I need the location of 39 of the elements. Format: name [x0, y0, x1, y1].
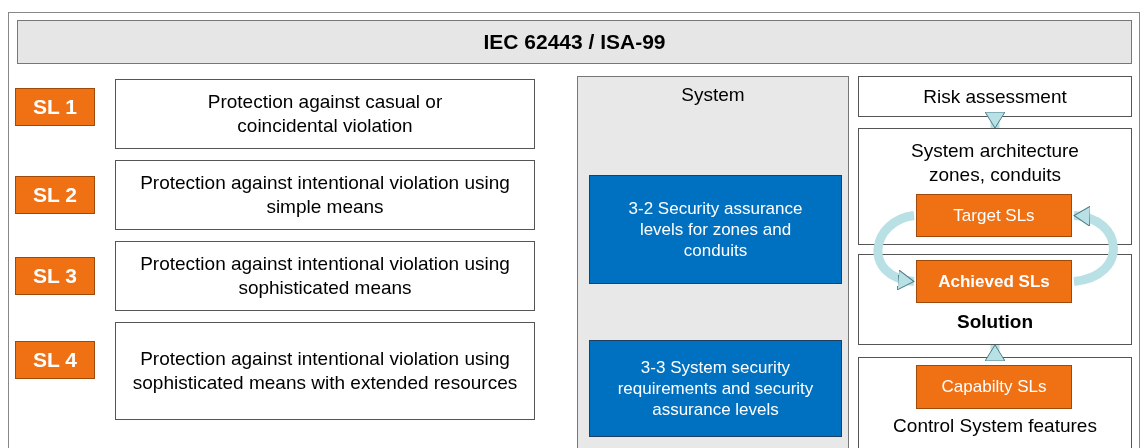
description-box [115, 160, 535, 230]
document-box [589, 175, 842, 284]
document-text: 3-2 Security assurance levels for zones and conduits [627, 197, 804, 262]
description-text: Protection against intentional violation using sophisticated means [139, 252, 511, 300]
level-badge [15, 257, 95, 295]
process-text: Control System features [892, 414, 1098, 438]
level-label: Achieved SLs [938, 270, 1050, 293]
level-label: Capabilty SLs [941, 376, 1047, 398]
level-badge [15, 88, 95, 126]
process-box [858, 76, 1132, 117]
process-box [858, 254, 1132, 345]
description-text: Protection against intentional violation using sophisticated means with extended resources [131, 347, 519, 395]
level-label: SL 2 [33, 181, 77, 208]
level-label: Target SLs [953, 204, 1035, 227]
panel-heading: System [680, 83, 746, 107]
process-box [858, 128, 1132, 245]
document-text: 3-3 System security requirements and security assurance levels [616, 356, 815, 421]
level-label: SL 1 [33, 93, 77, 120]
block-arrow [984, 344, 1006, 362]
block-arrow [984, 111, 1006, 129]
document-box [589, 340, 842, 437]
system-panel [577, 76, 849, 448]
description-box [115, 79, 535, 149]
level-badge [15, 176, 95, 214]
level-badge [15, 341, 95, 379]
level-box [916, 194, 1072, 237]
process-text: Risk assessment [923, 84, 1067, 109]
process-text: System architecture zones, conduits [910, 139, 1080, 187]
level-label: SL 4 [33, 346, 77, 373]
level-box [916, 260, 1072, 303]
title: IEC 62443 / ISA-99 [17, 20, 1132, 64]
description-box [115, 322, 535, 420]
description-box [115, 241, 535, 311]
description-text: Protection against casual or coincidental violation [206, 90, 444, 138]
level-box [916, 365, 1072, 409]
description-text: Protection against intentional violation using simple means [139, 171, 511, 219]
process-box [858, 357, 1132, 448]
level-label: SL 3 [33, 262, 77, 289]
process-text: Solution [956, 310, 1034, 334]
